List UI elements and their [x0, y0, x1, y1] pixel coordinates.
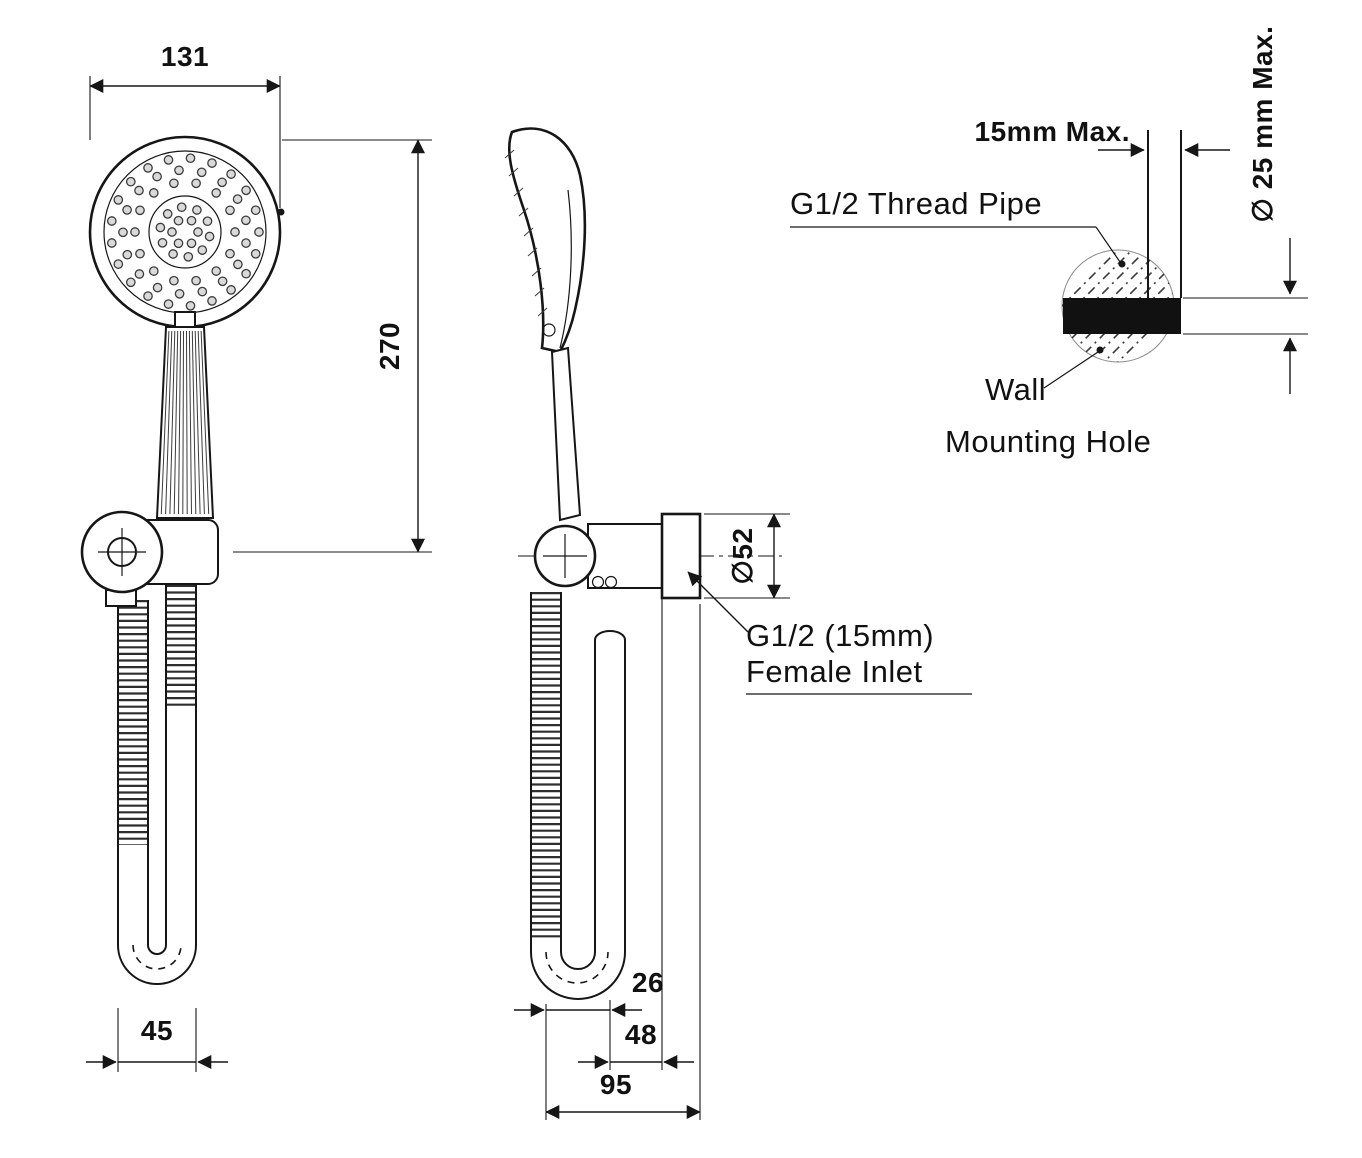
dim-131: 131	[89, 41, 285, 216]
dim-15mm-text: 15mm Max.	[975, 116, 1130, 147]
inlet-label-line2: Female Inlet	[746, 654, 923, 689]
front-bracket-swivel	[80, 510, 164, 607]
side-shower-head	[504, 127, 587, 354]
front-handle	[155, 326, 215, 519]
dim-25mm: ∅ 25 mm Max.	[1247, 26, 1297, 394]
handle-grip-texture	[160, 330, 210, 515]
side-hose	[530, 592, 626, 1000]
thread-pipe-callout: G1/2 Thread Pipe	[790, 186, 1126, 268]
dim-52: ∅52	[704, 513, 790, 599]
dim-52-text: ∅52	[727, 527, 758, 584]
side-view: 26 48 95 ∅52 G1/2 (15mm) Female Inlet	[504, 127, 972, 1120]
front-hose-left	[117, 600, 149, 945]
front-hose-right	[165, 565, 197, 945]
side-extension-lines	[545, 594, 701, 1120]
dim-270: 270	[233, 139, 432, 553]
front-view: 131 270 45	[80, 41, 432, 1072]
dim-45-text: 45	[141, 1015, 173, 1046]
dim-26: 26	[514, 967, 664, 1017]
dim-45: 45	[86, 1008, 228, 1072]
spray-nozzles	[106, 153, 264, 311]
side-handle	[550, 346, 582, 522]
female-inlet-callout: G1/2 (15mm) Female Inlet	[687, 571, 972, 695]
wall-mounting-callout: Wall Mounting Hole	[945, 346, 1151, 459]
dim-131-text: 131	[161, 41, 209, 72]
dim-25mm-text: ∅ 25 mm Max.	[1247, 26, 1278, 223]
dim-48: 48	[578, 1019, 694, 1069]
inlet-label-line1: G1/2 (15mm)	[746, 618, 934, 653]
dim-48-text: 48	[625, 1019, 657, 1050]
dim-95: 95	[545, 1069, 701, 1119]
wall-detail: 15mm Max. ∅ 25 mm Max. G1/2 Thread Pipe …	[790, 26, 1308, 459]
dim-26-text: 26	[632, 967, 664, 998]
dim-15mm: 15mm Max.	[975, 116, 1230, 157]
hang-hook	[542, 323, 556, 337]
dim-95-text: 95	[600, 1069, 632, 1100]
side-bracket	[533, 512, 702, 600]
mounting-hole-bore	[1063, 298, 1181, 334]
wall-flange	[660, 512, 702, 600]
dim-270-text: 270	[374, 322, 405, 370]
front-shower-head	[88, 135, 282, 331]
wall-label: Wall	[985, 372, 1046, 407]
mounting-hole-label: Mounting Hole	[945, 424, 1151, 459]
thread-pipe-label: G1/2 Thread Pipe	[790, 186, 1042, 221]
head-face-hatch	[504, 149, 548, 317]
front-hose-loop	[117, 944, 197, 985]
